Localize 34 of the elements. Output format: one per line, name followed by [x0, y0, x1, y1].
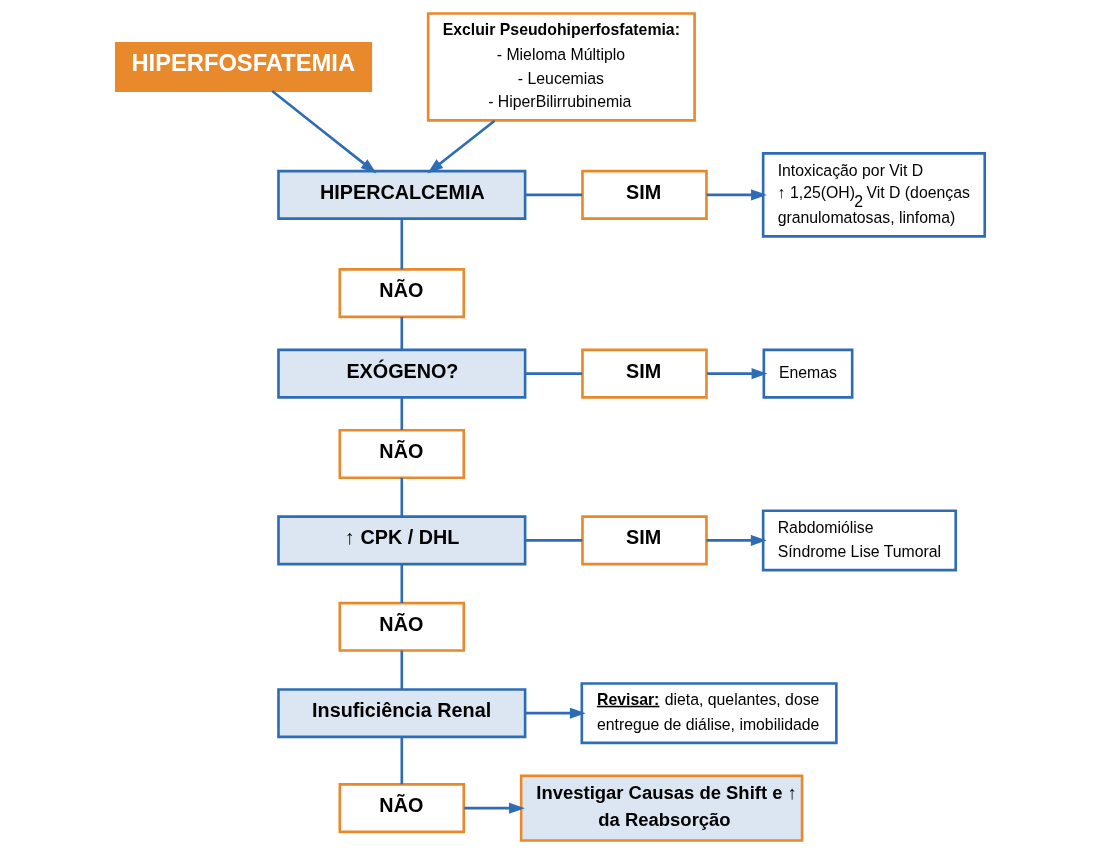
- node-box: NÃO: [338, 429, 466, 480]
- connector: [525, 372, 583, 375]
- arrow: [427, 119, 496, 174]
- node-box: SIM: [581, 169, 708, 220]
- node-box: SIM: [581, 515, 708, 566]
- node-box: Insuficiência Renal: [277, 688, 527, 739]
- connector: [400, 316, 404, 350]
- node-box: Rabdomiólise Síndrome Lise Tumoral: [761, 509, 958, 572]
- node-box: HIPERCALCEMIA: [277, 169, 527, 220]
- connector: [400, 650, 404, 690]
- node-box: NÃO: [338, 268, 466, 319]
- node-box: SIM: [581, 348, 708, 399]
- connector: [400, 564, 404, 603]
- connector: [400, 477, 404, 517]
- node-box: EXÓGENO?: [277, 348, 527, 399]
- node-box: NÃO: [338, 601, 466, 652]
- node-box: Excluir Pseudohiperfosfatemia: - Mieloma Múltiplo - Leucemias - HiperBilirrubinemia: [426, 12, 696, 122]
- node-box: HIPERFOSFATEMIA: [114, 41, 373, 92]
- connector: [400, 397, 404, 430]
- arrow: [464, 802, 525, 814]
- connector: [525, 539, 583, 542]
- arrow: [706, 189, 767, 201]
- connector: [400, 737, 404, 785]
- node-box: ↑ CPK / DHL: [277, 515, 527, 566]
- node-box: NÃO: [338, 783, 466, 834]
- node-box: Revisar: dieta, quelantes, dose entregue de diálise, imobilidade: [580, 682, 838, 745]
- arrow: [706, 534, 767, 546]
- node-box: Investigar Causas de Shift e ↑ da Reabsorção: [519, 774, 804, 842]
- connector: [400, 218, 404, 270]
- connector: [525, 193, 583, 197]
- arrow: [525, 707, 586, 719]
- node-box: Enemas: [762, 348, 854, 399]
- arrow: [707, 368, 768, 380]
- arrow: [271, 89, 377, 174]
